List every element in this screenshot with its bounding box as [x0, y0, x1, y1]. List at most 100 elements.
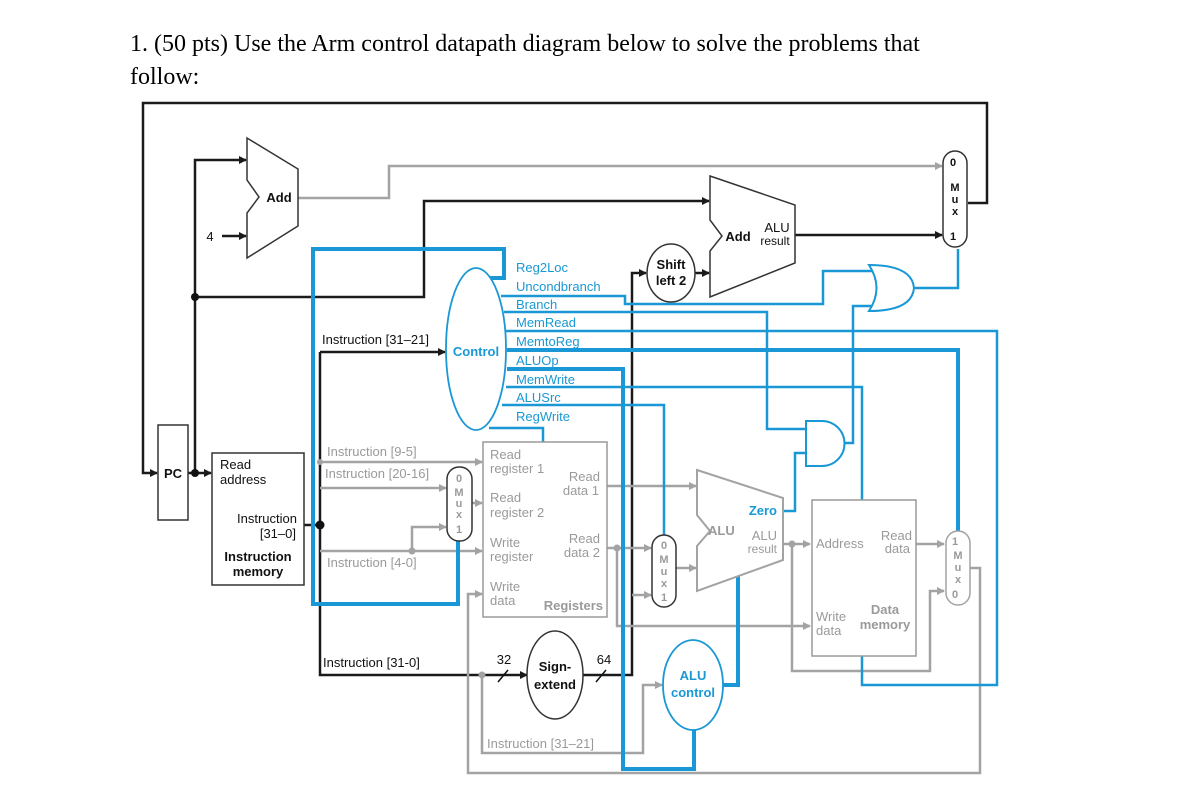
- mux-input-0: 0: [950, 157, 956, 169]
- question-line-1: 1. (50 pts) Use the Arm control datapath…: [130, 31, 920, 57]
- question-line-2: follow:: [130, 64, 200, 90]
- dmem-write-data-1: Write: [816, 609, 846, 624]
- reg-read-register-2b: register 2: [490, 505, 544, 520]
- dmem-write-data-2: data: [816, 623, 842, 638]
- shift-label-1: Shift: [657, 257, 687, 272]
- registers-title: Registers: [544, 598, 603, 613]
- signal-regwrite: RegWrite: [516, 409, 570, 424]
- wire-alu-operation: [723, 576, 740, 687]
- pc-label: PC: [164, 466, 183, 481]
- signal-aluop: ALUOp: [516, 353, 559, 368]
- reg-read-data-1: Read: [569, 469, 600, 484]
- junction-dot: [788, 540, 796, 548]
- imem-title-2: memory: [233, 564, 284, 579]
- wire-branch: [504, 310, 806, 431]
- branch-adder-result-1: ALU: [764, 220, 789, 235]
- mux-input-1: 1: [456, 524, 462, 536]
- junction-dot: [191, 469, 199, 477]
- alu-result-1: ALU: [752, 528, 777, 543]
- pc-register: PC: [157, 424, 189, 521]
- dmem-address: Address: [816, 536, 864, 551]
- pc-mux: 0 M u x 1: [942, 150, 968, 248]
- instruction-memory: Read address Instruction [31–0] Instruct…: [211, 452, 305, 586]
- gray-wires: [298, 162, 982, 775]
- wire-alu-result-bypass: [790, 544, 945, 673]
- data-memory: Address Read data Write data Data memory: [811, 499, 917, 657]
- wire-memtoreg: [507, 348, 960, 531]
- wire-memwrite: [506, 385, 864, 500]
- wire-pc-to-adder: [193, 156, 247, 473]
- wire-alusrc: [502, 403, 666, 535]
- shift-label-2: left 2: [656, 273, 686, 288]
- wire-zero: [783, 451, 806, 513]
- field-4-0: Instruction [4-0]: [327, 555, 417, 570]
- signal-memtoreg: MemtoReg: [516, 334, 580, 349]
- mux-letter: x: [456, 509, 463, 521]
- alu-label: ALU: [708, 523, 735, 538]
- control-unit: Control Reg2Loc Uncondbranch Branch MemR…: [445, 260, 601, 431]
- alusrc-mux: 0 M u x 1: [651, 534, 677, 608]
- instruction-field-labels: Instruction [31–21] Instruction [9-5] In…: [322, 332, 594, 751]
- field-31-21-alu: Instruction [31–21]: [487, 736, 594, 751]
- reg-read-register-1b: register 1: [490, 461, 544, 476]
- register-file: Read register 1 Read register 2 Write re…: [482, 441, 608, 618]
- control-label: Control: [453, 344, 499, 359]
- branch-adder-result-2: result: [760, 234, 790, 248]
- signal-alusrc: ALUSrc: [516, 390, 561, 405]
- imem-read-address-2: address: [220, 472, 267, 487]
- mux-input-0: 0: [952, 589, 958, 601]
- alu-control-label-1: ALU: [680, 668, 707, 683]
- sign-extend-label-2: extend: [534, 677, 576, 692]
- dmem-title-2: memory: [860, 617, 911, 632]
- alu-control: ALU control: [662, 639, 724, 731]
- wire-pc-plus-4: [298, 162, 943, 200]
- reg2loc-mux: 0 M u x 1: [446, 466, 473, 542]
- wire-regwrite: [489, 426, 545, 442]
- wire-instr-to-alu-control: [480, 675, 663, 755]
- mux-letter: x: [955, 574, 962, 586]
- and-gate: [805, 420, 846, 467]
- mux-letter: u: [661, 566, 668, 578]
- reg-read-data-1b: data 1: [563, 483, 599, 498]
- alu-zero-label: Zero: [749, 503, 777, 518]
- signal-reg2loc: Reg2Loc: [516, 260, 569, 275]
- alu-control-label-2: control: [671, 685, 715, 700]
- mux-letter: M: [950, 182, 959, 194]
- junction-dot: [191, 293, 199, 301]
- mux-input-1: 1: [661, 592, 667, 604]
- mux-input-0: 0: [661, 540, 667, 552]
- branch-adder: Add ALU result: [709, 174, 796, 299]
- imem-instruction-1: Instruction: [237, 511, 297, 526]
- mux-letter: M: [659, 554, 668, 566]
- mux-letter: u: [952, 194, 959, 206]
- mux-input-1: 1: [950, 231, 956, 243]
- reg-read-register-2: Read: [490, 490, 521, 505]
- control-wires: [311, 247, 999, 771]
- imem-title-1: Instruction: [224, 549, 291, 564]
- wire-and-to-or: [843, 304, 874, 445]
- junction-dot: [478, 671, 486, 679]
- field-31-0: Instruction [31-0]: [323, 655, 420, 670]
- signal-memread: MemRead: [516, 315, 576, 330]
- mux-letter: M: [953, 550, 962, 562]
- question-text: 1. (50 pts) Use the Arm control datapath…: [130, 28, 1130, 94]
- wire-memread: [506, 329, 999, 687]
- sign-extend-output-width: 64: [597, 652, 611, 667]
- memtoreg-mux: 1 M u x 0: [945, 530, 971, 606]
- wire-instr-4-0-mux: [410, 523, 447, 551]
- field-31-21: Instruction [31–21]: [322, 332, 429, 347]
- wire-write-back: [466, 566, 982, 775]
- mux-letter: x: [952, 206, 959, 218]
- reg-write-data-b: data: [490, 593, 516, 608]
- pc-adder: Add 4: [206, 136, 299, 260]
- sign-extend-label-1: Sign-: [539, 659, 572, 674]
- reg-read-data-2: Read: [569, 531, 600, 546]
- dmem-read-data-1: Read: [881, 528, 912, 543]
- sign-extend-input-width: 32: [497, 652, 511, 667]
- junction-dot: [317, 459, 323, 465]
- junction-dot: [613, 544, 621, 552]
- wire-pcsrc: [912, 249, 960, 290]
- shift-left-2: Shift left 2: [646, 243, 696, 303]
- alu: ALU Zero ALU result: [696, 468, 784, 593]
